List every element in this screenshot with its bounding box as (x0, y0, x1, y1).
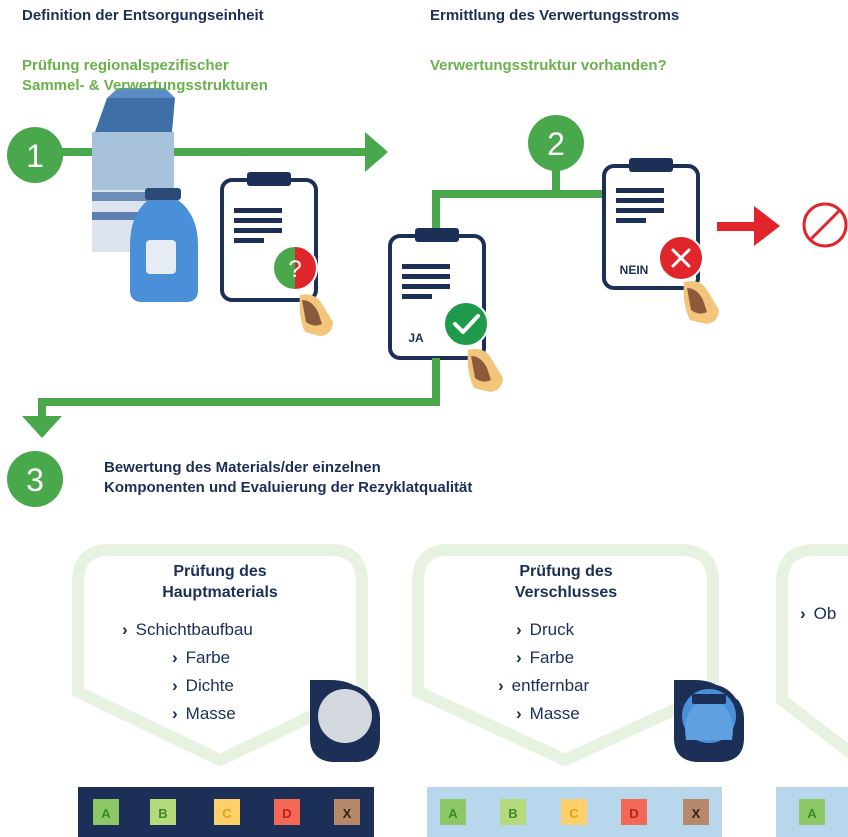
svg-text:A: A (448, 806, 458, 821)
box-main-material-title-line2: Hauptmaterials (162, 584, 278, 601)
box-third-shape (776, 544, 848, 759)
box-third-list: Ob (800, 600, 837, 628)
svg-text:B: B (158, 806, 167, 821)
prohibited-icon (802, 202, 848, 248)
grade-d (274, 799, 300, 825)
box-closure-shape (412, 544, 719, 766)
list-item: Dichte (122, 672, 253, 700)
grade-b (150, 799, 176, 825)
step2-subheading: Verwertungsstruktur vorhanden? (430, 57, 667, 74)
grade-a (93, 799, 119, 825)
step1-subheading-line1: Prüfung regionalspezifischer (22, 57, 229, 74)
step2-badge: 2 (528, 115, 584, 171)
step3-heading-line1: Bewertung des Materials/der einzelnen (104, 459, 381, 476)
box-closure-title-line1: Prüfung des (519, 563, 613, 580)
svg-text:X: X (692, 806, 701, 821)
svg-text:1: 1 (26, 138, 44, 174)
svg-text:NEIN: NEIN (620, 263, 649, 277)
red-arrow (717, 206, 780, 246)
step3-arrow (22, 358, 440, 438)
step2-connectors (432, 160, 604, 230)
svg-text:C: C (569, 806, 579, 821)
grade-x (683, 799, 709, 825)
list-item: Farbe (498, 644, 589, 672)
svg-text:A: A (807, 806, 817, 821)
box-main-material-shape (72, 544, 368, 766)
svg-text:?: ? (288, 256, 301, 283)
grade-a (440, 799, 466, 825)
packaging-illustration (92, 88, 198, 302)
svg-text:X: X (343, 806, 352, 821)
grade-a (799, 799, 825, 825)
step1-hand (299, 294, 333, 336)
svg-text:D: D (629, 806, 638, 821)
grade-bar-1: A B C D X (78, 787, 374, 837)
no-hand (683, 281, 719, 324)
svg-text:JA: JA (408, 331, 424, 345)
svg-text:D: D (282, 806, 291, 821)
list-item: Druck (498, 616, 589, 644)
svg-text:B: B (508, 806, 517, 821)
grade-bar-2: A B C D X (427, 787, 722, 837)
material-icon (310, 680, 380, 762)
grade-x (334, 799, 360, 825)
step3-heading-line2: Komponenten und Evaluierung der Rezyklat… (104, 479, 473, 496)
grade-d (621, 799, 647, 825)
box-main-material-title-line1: Prüfung des (173, 563, 267, 580)
list-item: Farbe (122, 644, 253, 672)
yes-hand (467, 349, 503, 392)
list-item: Ob (800, 600, 837, 628)
grade-c (561, 799, 587, 825)
grade-b (500, 799, 526, 825)
svg-text:3: 3 (26, 462, 44, 498)
step3-badge: 3 (7, 451, 63, 507)
cross-icon (658, 235, 704, 281)
check-icon (443, 301, 489, 347)
list-item: Masse (498, 700, 589, 728)
step1-arrow (55, 132, 388, 172)
box-main-material-list: Schichtbaufbau Farbe Dichte Masse (122, 616, 253, 728)
list-item: Masse (122, 700, 253, 728)
step2-heading: Ermittlung des Verwertungsstroms (430, 7, 680, 24)
step1-badge: 1 (7, 127, 63, 183)
svg-text:A: A (101, 806, 111, 821)
step1-subheading-line2: Sammel- & Verwertungsstrukturen (22, 77, 268, 94)
closure-icon (674, 680, 744, 762)
box-closure-title-line2: Verschlusses (514, 584, 618, 601)
svg-text:2: 2 (547, 126, 565, 162)
step1-heading: Definition der Entsorgungseinheit (22, 7, 264, 24)
box-closure-list: Druck Farbe entfernbar Masse (498, 616, 590, 728)
list-item: Schichtbaufbau (122, 616, 253, 644)
grade-bar-3: A (776, 787, 848, 837)
svg-text:C: C (222, 806, 232, 821)
grade-c (214, 799, 240, 825)
question-badge: ? (272, 245, 318, 291)
list-item: entfernbar (498, 672, 590, 700)
